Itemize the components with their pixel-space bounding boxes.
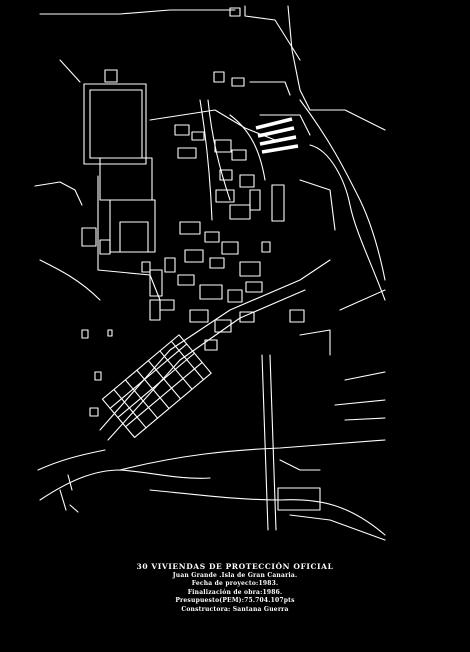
caption-budget: Presupuesto(PEM):75.704.107pts (175, 597, 295, 605)
road-top-right (244, 5, 301, 61)
coastline-left (34, 181, 83, 206)
caption-title: 30 VIVIENDAS DE PROTECCIÓN OFICIAL (136, 562, 334, 571)
caption-location: Juan Grande .Isla de Gran Canaria. (172, 572, 298, 579)
road-bottom-3 (289, 514, 386, 541)
vertical-road-2 (269, 354, 277, 531)
caption-contractor: Constructora: Santana Guerra (181, 605, 289, 613)
diagonal-road (99, 259, 331, 431)
housing-grid (101, 334, 212, 439)
road-curve-right (299, 99, 386, 281)
plot-sports (119, 221, 149, 253)
caption-project-date: Fecha de proyecto:1983. (191, 580, 279, 588)
plot-large-top (83, 83, 147, 165)
road-bottom-2 (149, 489, 386, 536)
diagonal-road-2 (107, 289, 306, 441)
road-bottom-curve (39, 469, 211, 501)
building-cluster-center (141, 124, 305, 351)
project-site-highlight (255, 117, 299, 154)
caption-completion-date: Finalización de obra:1986. (187, 588, 283, 596)
contour-left-low (37, 449, 106, 471)
plot-large-top-inner (89, 89, 143, 159)
plan-caption: 30 VIVIENDAS DE PROTECCIÓN OFICIAL Juan … (0, 562, 470, 614)
road-curve-right-2 (309, 144, 386, 301)
road-top-left (39, 9, 236, 15)
contour-left (39, 259, 101, 301)
vertical-road (261, 354, 269, 531)
road-bottom-long (119, 439, 386, 471)
road-right-edge (287, 5, 386, 131)
